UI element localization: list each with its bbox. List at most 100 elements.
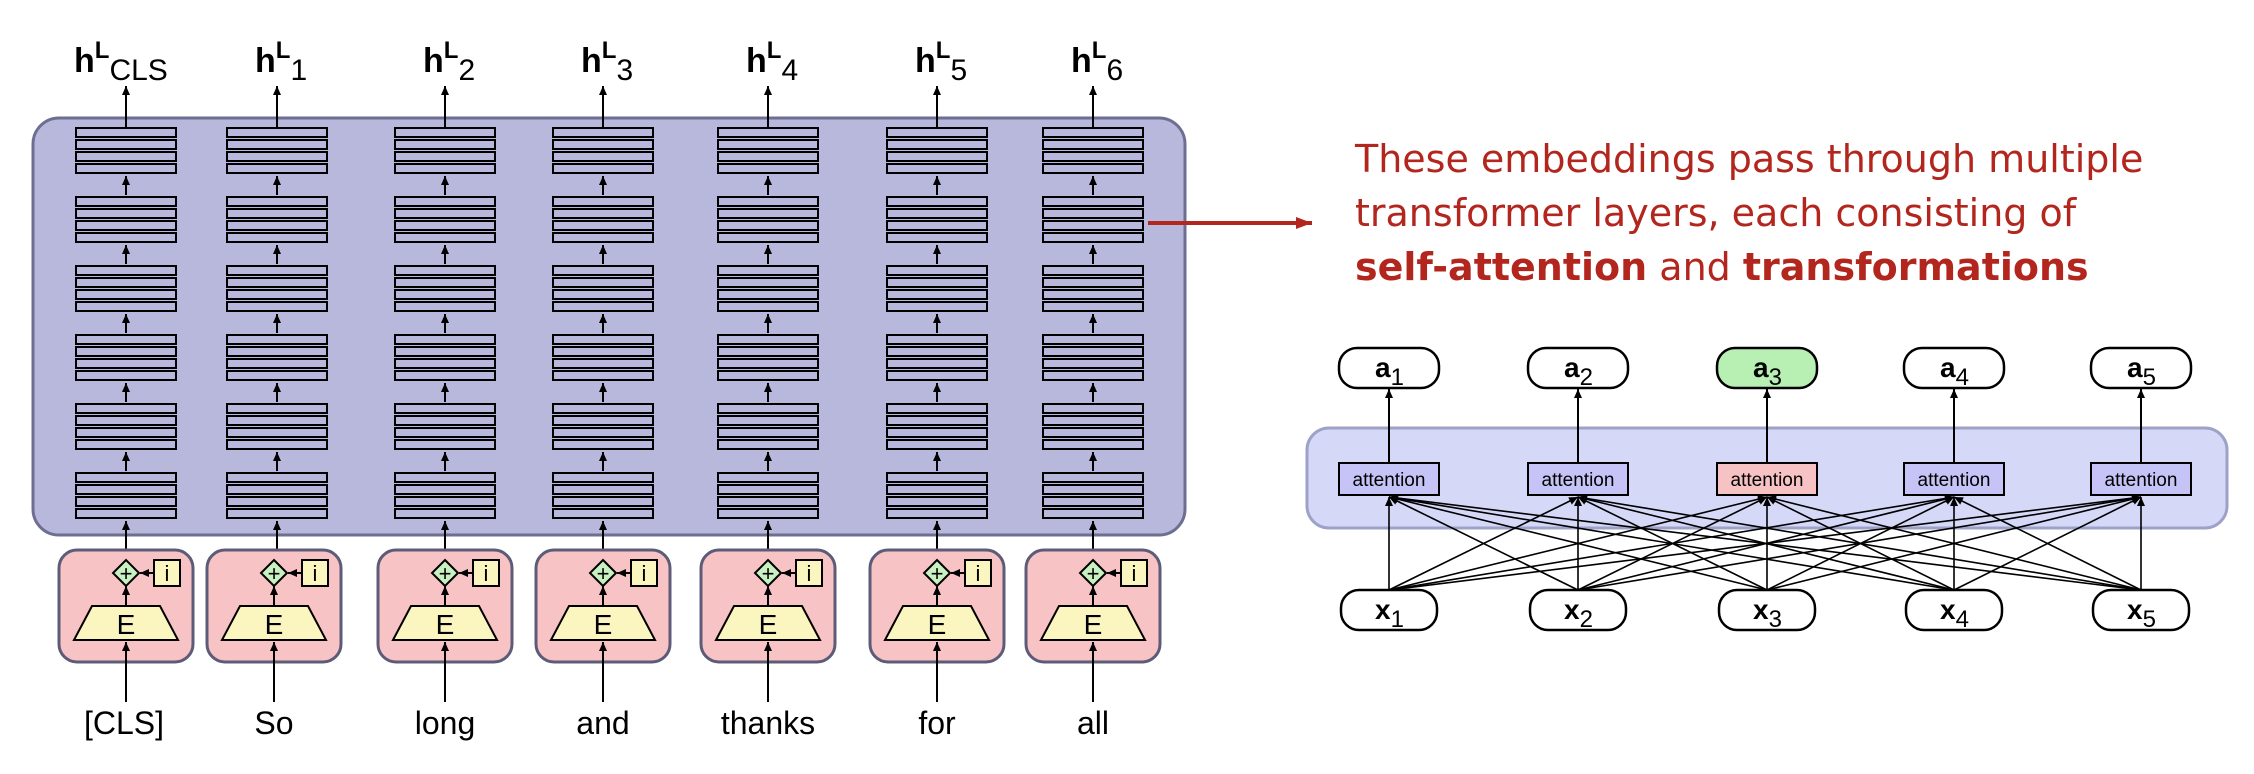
output-label-sup: L: [1092, 37, 1107, 64]
layer-bar: [394, 484, 496, 495]
position-label: i: [807, 561, 812, 586]
layer-bar: [75, 265, 177, 276]
embedding-trapezoid: [549, 605, 657, 641]
output-label-sub: 5: [950, 54, 967, 87]
output-label-base: h: [255, 42, 276, 80]
layer-bar: [552, 163, 654, 174]
layer-bar: [717, 334, 819, 345]
output-label-sup: L: [444, 37, 459, 64]
embedding-label: E: [436, 609, 455, 640]
layer-bar: [1042, 139, 1144, 150]
output-label: hL4: [746, 37, 798, 87]
input-pill-base: x: [1940, 594, 1956, 625]
input-pill: [2091, 588, 2191, 632]
output-label-base: h: [423, 42, 444, 80]
output-pill: [1902, 346, 2006, 390]
embedding-trapezoid: [391, 605, 499, 641]
layer-bar: [717, 151, 819, 162]
input-pill-sub: 1: [1391, 606, 1404, 633]
add-symbol: +: [439, 561, 452, 586]
position-label: i: [1132, 561, 1137, 586]
layer-bar: [717, 220, 819, 231]
layer-bar: [226, 151, 328, 162]
position-box: [472, 559, 500, 587]
layer-bar: [75, 415, 177, 426]
input-token: thanks: [721, 705, 815, 741]
layer-bar: [226, 139, 328, 150]
layer-bar: [1042, 496, 1144, 507]
layer-bar: [226, 496, 328, 507]
caption-bold-self-attention: self-attention: [1355, 245, 1648, 289]
output-label: hL2: [423, 37, 475, 87]
layer-bar: [552, 196, 654, 207]
output-label: hLCLS: [74, 37, 168, 87]
layer-bar: [394, 358, 496, 369]
layer-bar: [1042, 265, 1144, 276]
layer-bar: [717, 265, 819, 276]
layer-bar: [394, 370, 496, 381]
layer-bar: [75, 472, 177, 483]
input-pill: [1339, 588, 1439, 632]
embedding-label: E: [117, 609, 136, 640]
position-box: [153, 559, 181, 587]
layer-bar: [75, 358, 177, 369]
caption-bold-transformations: transformations: [1742, 245, 2089, 289]
layer-bar: [886, 127, 988, 138]
attention-connection: [1766, 495, 2142, 591]
position-label: i: [976, 561, 981, 586]
layer-bar: [886, 208, 988, 219]
attention-box-label: attention: [1542, 470, 1615, 491]
layer-bar: [394, 403, 496, 414]
input-pill-base: x: [1375, 594, 1391, 625]
attention-box: [1716, 462, 1818, 496]
layer-bar: [717, 358, 819, 369]
layer-bar: [394, 289, 496, 300]
output-label: hL5: [915, 37, 967, 87]
position-label: i: [313, 561, 318, 586]
embedding-trapezoid: [1039, 605, 1147, 641]
layer-bar: [717, 232, 819, 243]
layer-bar: [1042, 472, 1144, 483]
layer-bar: [552, 265, 654, 276]
layer-bar: [886, 220, 988, 231]
output-pill: [2089, 346, 2193, 390]
layer-bar: [1042, 163, 1144, 174]
embedding-trapezoid: [72, 605, 180, 641]
layer-bar: [886, 439, 988, 450]
layer-bar: [394, 439, 496, 450]
layer-bar: [226, 370, 328, 381]
layer-bar: [552, 151, 654, 162]
layer-bar: [717, 277, 819, 288]
layer-bar: [886, 232, 988, 243]
layer-bar: [1042, 334, 1144, 345]
attention-box: [2090, 462, 2192, 496]
input-pill-label: x5: [2127, 594, 2156, 633]
layer-bar: [394, 346, 496, 357]
layer-bar: [886, 196, 988, 207]
layer-bar: [1042, 196, 1144, 207]
output-label-base: h: [1071, 42, 1092, 80]
layer-bar: [717, 496, 819, 507]
layer-bar: [75, 232, 177, 243]
layer-bar: [1042, 220, 1144, 231]
layer-bar: [75, 427, 177, 438]
layer-bar: [226, 427, 328, 438]
layer-bar: [552, 415, 654, 426]
layer-bar: [552, 346, 654, 357]
layer-bar: [552, 208, 654, 219]
layer-bar: [226, 508, 328, 519]
layer-bar: [717, 301, 819, 312]
layer-bar: [226, 196, 328, 207]
input-token: and: [576, 705, 629, 741]
output-label-sup: L: [276, 37, 291, 64]
layer-bar: [75, 370, 177, 381]
layer-bar: [886, 415, 988, 426]
output-pill-base: a: [1753, 352, 1769, 383]
output-pill-sub: 4: [1956, 364, 1969, 391]
layer-bar: [75, 127, 177, 138]
add-symbol: +: [762, 561, 775, 586]
output-label-base: h: [915, 42, 936, 80]
layer-bar: [886, 277, 988, 288]
layer-bar: [1042, 403, 1144, 414]
